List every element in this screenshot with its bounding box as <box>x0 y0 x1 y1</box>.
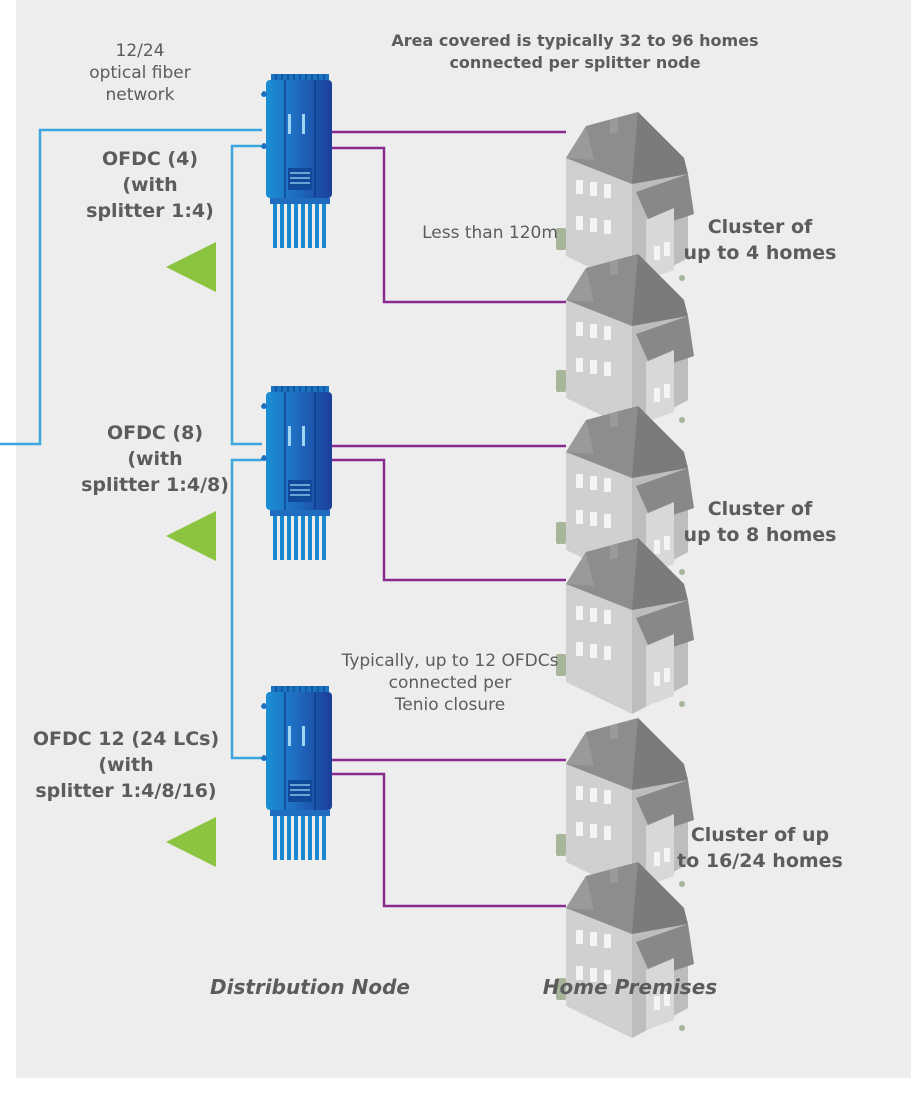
ofdc-4-unit <box>260 73 333 249</box>
network-label: 12/24 optical fiber network <box>89 41 191 105</box>
ofdc-8-unit <box>260 385 333 561</box>
drop-cables <box>332 130 566 908</box>
distribution-node-caption: Distribution Node <box>210 975 410 999</box>
ofdc4-label: OFDC (4) (with splitter 1:4) <box>86 148 214 222</box>
home-premises-caption: Home Premises <box>542 975 718 999</box>
area-note: Area covered is typically 32 to 96 homes… <box>391 31 759 72</box>
arrow-icon <box>166 817 216 867</box>
diagram-background <box>16 0 911 1078</box>
cluster16-label: Cluster of up to 16/24 homes <box>677 824 843 872</box>
house-icon <box>556 538 694 714</box>
fiber-backbone <box>0 128 262 760</box>
typically-note: Typically, up to 12 OFDCs connected per … <box>341 651 559 715</box>
house-icon <box>556 862 694 1038</box>
ofdc8-label: OFDC (8) (with splitter 1:4/8) <box>81 422 229 496</box>
arrow-icon <box>166 511 216 561</box>
green-arrows <box>166 242 216 867</box>
ofdc-12-unit <box>260 685 333 861</box>
cluster8-label: Cluster of up to 8 homes <box>683 498 837 546</box>
ofdc12-label: OFDC 12 (24 LCs) (with splitter 1:4/8/16… <box>32 728 220 802</box>
distance-label: Less than 120m <box>422 223 558 243</box>
arrow-icon <box>166 242 216 292</box>
house-icon <box>556 254 694 430</box>
cluster4-label: Cluster of up to 4 homes <box>683 216 837 264</box>
